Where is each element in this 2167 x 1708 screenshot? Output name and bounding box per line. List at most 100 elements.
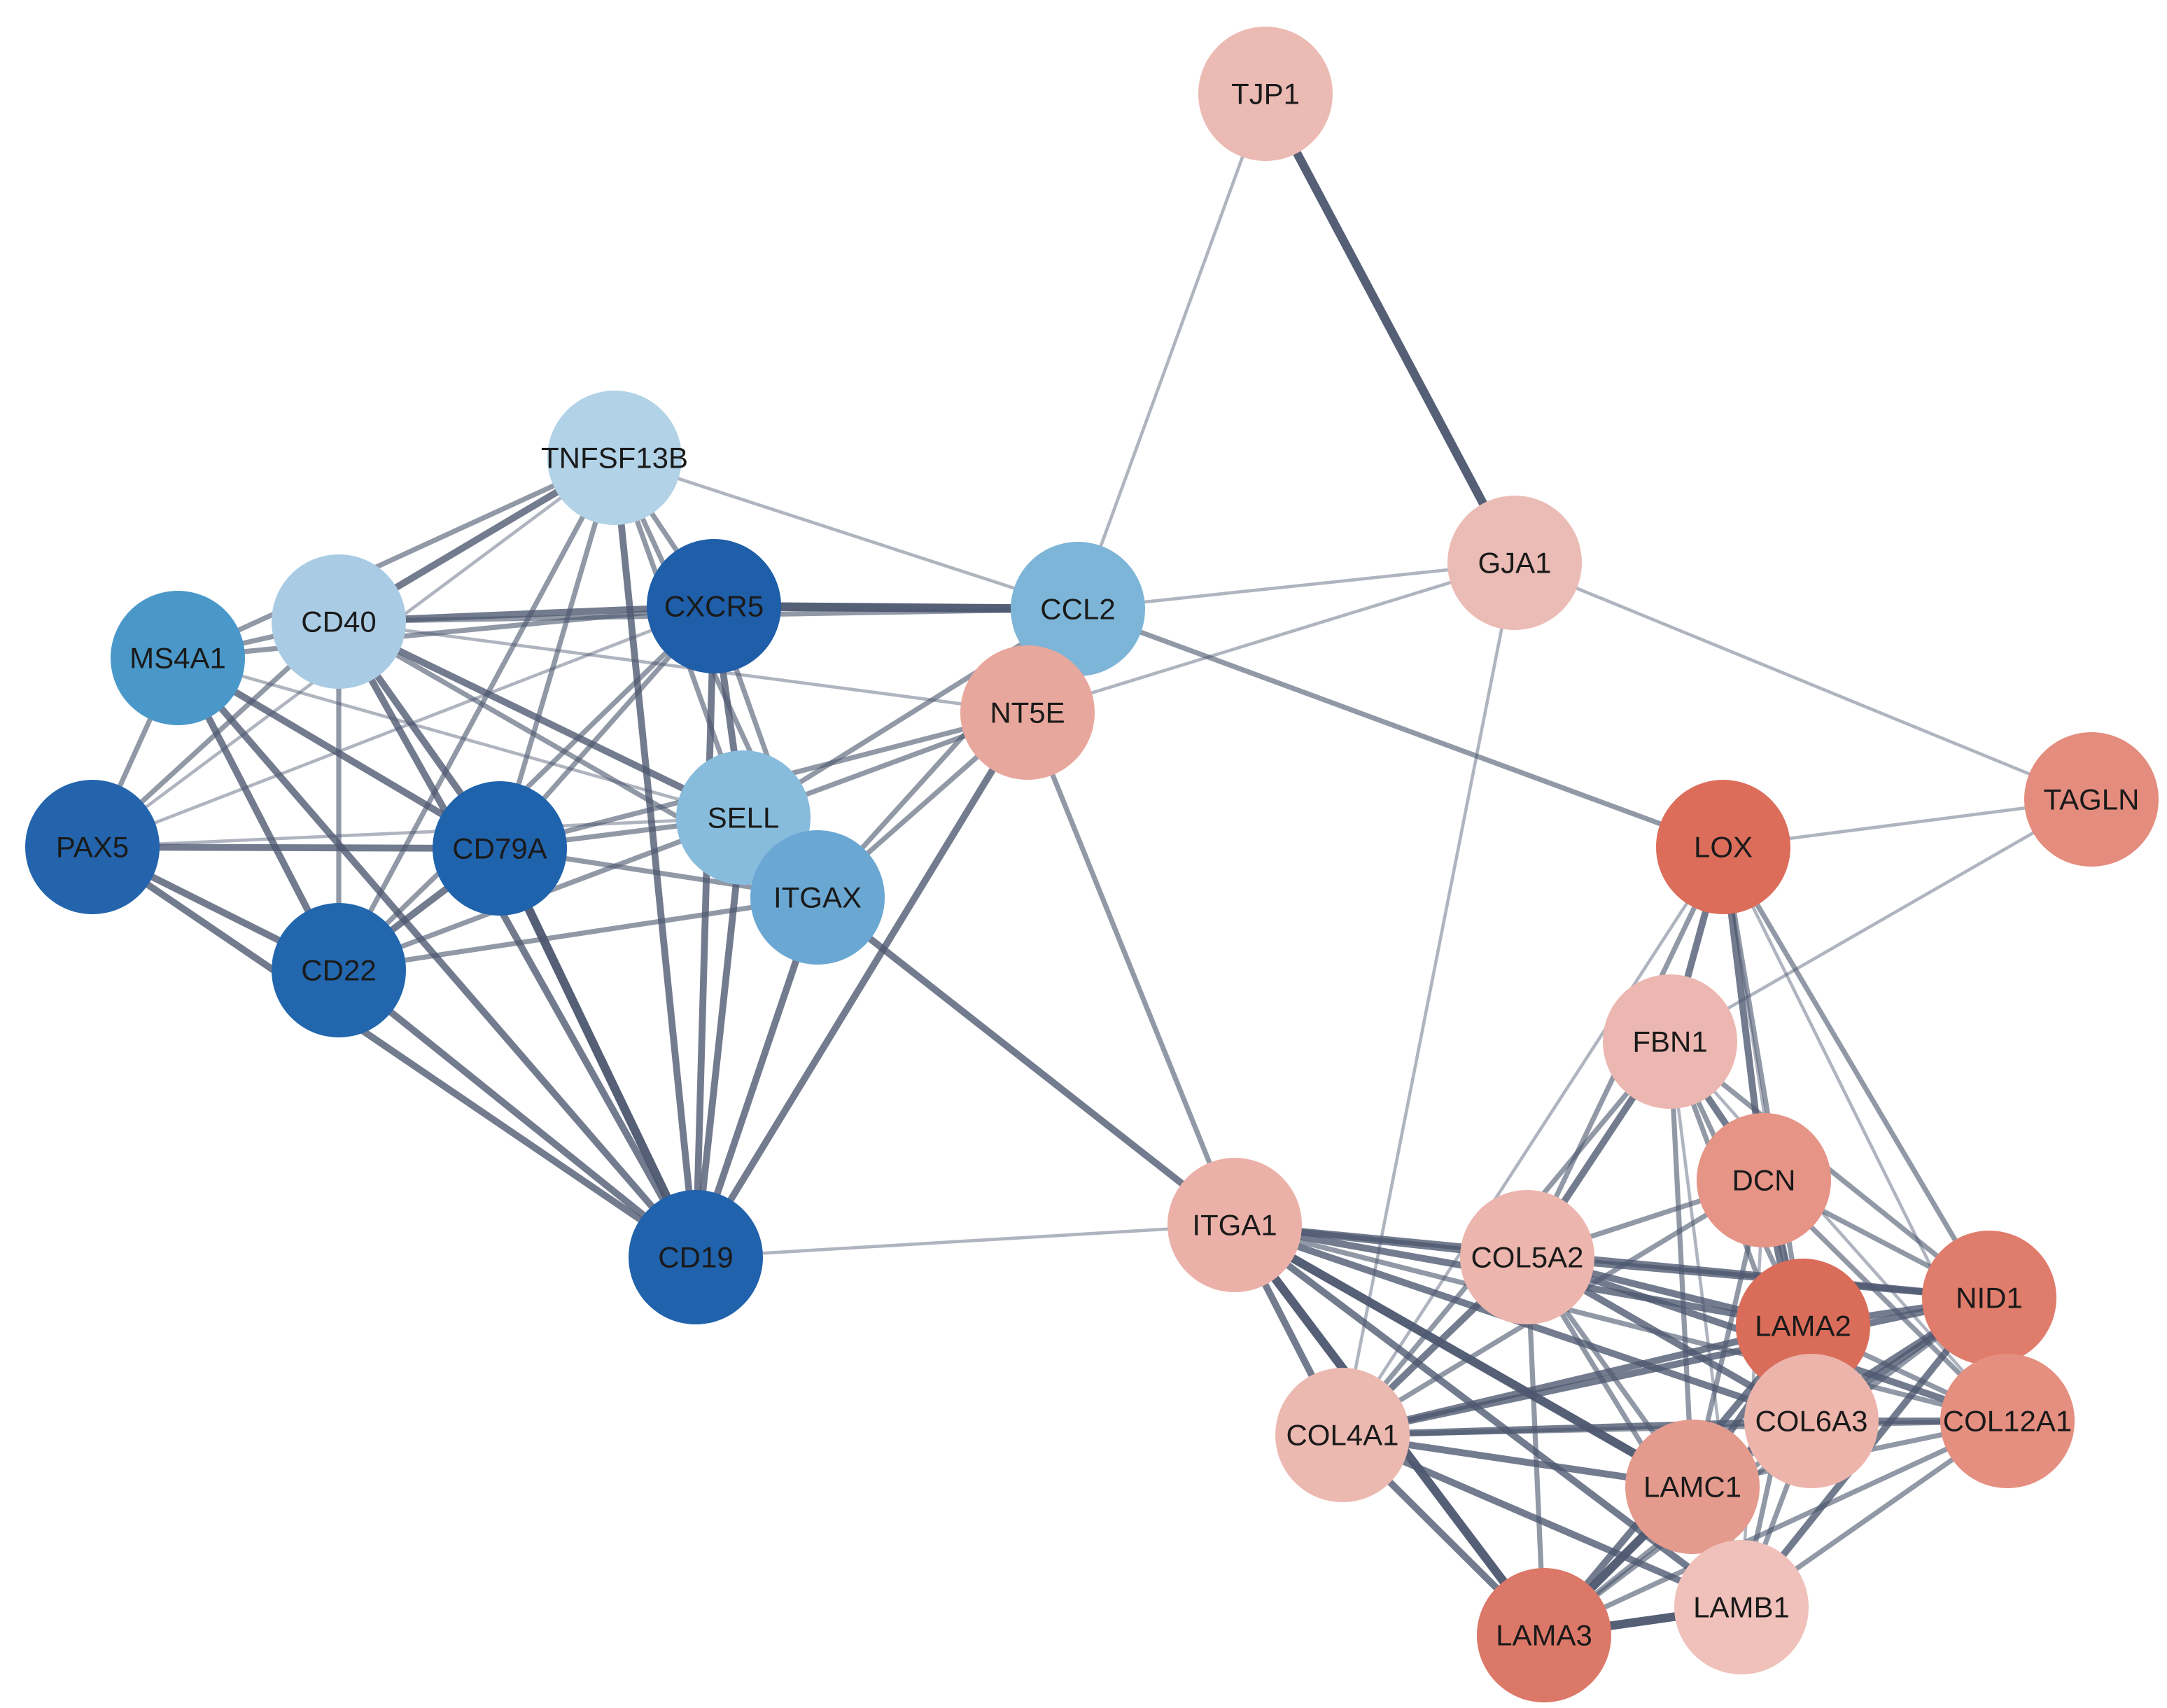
- edge-MS4A1-CXCR5: [175, 603, 717, 661]
- node-label: LAMC1: [1643, 1471, 1741, 1504]
- edge-TNFSF13B-CCL2: [612, 456, 1080, 611]
- node-LAMC1[interactable]: LAMC1: [1625, 1420, 1760, 1554]
- edge-CXCR5-PAX5: [90, 604, 716, 849]
- edge-ITGAX-ITGA1: [814, 894, 1238, 1228]
- node-circle: [1460, 1190, 1594, 1324]
- node-circle: [111, 591, 245, 725]
- edge-LOX-NID1: [1720, 844, 1992, 1301]
- node-CD22[interactable]: CD22: [272, 903, 406, 1037]
- edge-LOX-LAMA2: [1720, 844, 1806, 1329]
- node-circle: [1198, 27, 1333, 161]
- node-FBN1[interactable]: FBN1: [1603, 974, 1737, 1109]
- node-label: ITGAX: [773, 881, 862, 914]
- edge-TNFSF13B-CD22: [336, 455, 617, 973]
- node-circle: [1603, 974, 1737, 1109]
- node-ITGAX[interactable]: ITGAX: [750, 830, 885, 965]
- node-GJA1[interactable]: GJA1: [1447, 496, 1582, 630]
- node-label: CD79A: [452, 832, 547, 865]
- node-circle: [1697, 1113, 1831, 1247]
- edge-COL12A1-LAMA3: [1541, 1418, 2010, 1638]
- node-LAMB1[interactable]: LAMB1: [1674, 1540, 1809, 1674]
- node-label: CD22: [301, 954, 376, 987]
- edge-GJA1-CCL2: [1076, 561, 1517, 611]
- node-circle: [1922, 1231, 2056, 1365]
- node-COL6A3[interactable]: COL6A3: [1744, 1354, 1879, 1488]
- node-MS4A1[interactable]: MS4A1: [111, 591, 245, 725]
- edge-ITGA1-LAMC1: [1230, 1220, 1697, 1492]
- node-DCN[interactable]: DCN: [1697, 1113, 1831, 1247]
- node-circle: [960, 645, 1095, 780]
- node-CD79A[interactable]: CD79A: [433, 781, 567, 916]
- edge-ITGA1-COL12A1: [1232, 1222, 2010, 1424]
- edge-CD40-NT5E: [337, 620, 1030, 715]
- node-label: COL12A1: [1943, 1405, 2072, 1438]
- edge-CD40-CD19: [335, 618, 699, 1261]
- node-TJP1[interactable]: TJP1: [1198, 27, 1333, 161]
- node-NT5E[interactable]: NT5E: [960, 645, 1095, 780]
- node-COL12A1[interactable]: COL12A1: [1940, 1354, 2075, 1488]
- edge-FBN1-LAMC1: [1667, 1039, 1695, 1490]
- node-CD40[interactable]: CD40: [272, 554, 406, 689]
- node-circle: [647, 539, 781, 673]
- edge-CXCR5-CD19: [692, 603, 717, 1261]
- edge-TJP1-CCL2: [1076, 92, 1268, 611]
- node-PAX5[interactable]: PAX5: [25, 780, 160, 914]
- node-TAGLN[interactable]: TAGLN: [2024, 732, 2159, 867]
- node-label: ITGA1: [1192, 1209, 1277, 1242]
- node-COL5A2[interactable]: COL5A2: [1460, 1190, 1594, 1324]
- node-label: PAX5: [56, 831, 129, 864]
- node-label: NT5E: [990, 696, 1065, 729]
- edge-GJA1-NT5E: [1025, 561, 1517, 715]
- node-circle: [1477, 1568, 1611, 1702]
- node-circle: [272, 903, 406, 1037]
- node-label: LOX: [1694, 831, 1753, 864]
- node-label: LAMA2: [1755, 1310, 1851, 1343]
- node-label: GJA1: [1478, 547, 1551, 580]
- node-label: COL6A3: [1755, 1405, 1867, 1438]
- edge-TAGLN-FBN1: [1668, 797, 2094, 1044]
- node-label: FBN1: [1632, 1026, 1707, 1058]
- node-ITGA1[interactable]: ITGA1: [1167, 1158, 1302, 1292]
- edge-PAX5-SELL: [90, 816, 745, 849]
- node-CXCR5[interactable]: CXCR5: [647, 539, 781, 673]
- edge-CCL2-LOX: [1075, 606, 1726, 850]
- node-TNFSF13B[interactable]: TNFSF13B: [541, 391, 688, 525]
- node-LAMA3[interactable]: LAMA3: [1477, 1568, 1611, 1702]
- edge-TNFSF13B-CD79A: [497, 455, 617, 851]
- node-label: NID1: [1956, 1282, 2023, 1315]
- node-circle: [2024, 732, 2159, 867]
- node-label: LAMA3: [1496, 1619, 1592, 1652]
- node-circle: [750, 830, 885, 965]
- edge-TJP1-GJA1: [1261, 89, 1520, 568]
- node-label: COL4A1: [1286, 1419, 1398, 1452]
- edge-NT5E-ITGA1: [1025, 710, 1237, 1228]
- node-circle: [1167, 1158, 1302, 1292]
- node-label: CXCR5: [664, 590, 764, 623]
- node-circle: [1625, 1420, 1760, 1554]
- edge-CD79A-CD19: [495, 844, 701, 1262]
- node-CCL2[interactable]: CCL2: [1011, 542, 1145, 676]
- node-label: TAGLN: [2044, 783, 2140, 816]
- edge-ITGAX-CD22: [336, 895, 820, 973]
- node-circle: [433, 781, 567, 916]
- edge-FBN1-COL12A1: [1668, 1040, 2010, 1423]
- edge-PAX5-CD19: [89, 844, 699, 1261]
- node-CD19[interactable]: CD19: [629, 1190, 763, 1324]
- node-circle: [1656, 780, 1790, 914]
- edge-GJA1-TAGLN: [1513, 561, 2094, 802]
- edge-LAMA2-COL4A1: [1339, 1322, 1807, 1438]
- node-label: TJP1: [1231, 78, 1300, 111]
- node-label: MS4A1: [129, 642, 226, 675]
- node-circle: [547, 391, 682, 525]
- node-COL4A1[interactable]: COL4A1: [1275, 1368, 1410, 1502]
- node-NID1[interactable]: NID1: [1922, 1231, 2056, 1365]
- node-circle: [1011, 542, 1145, 676]
- node-circle: [25, 780, 160, 914]
- node-label: LAMB1: [1693, 1591, 1790, 1624]
- edge-SELL-CD19: [692, 814, 747, 1261]
- node-LOX[interactable]: LOX: [1656, 780, 1790, 914]
- edge-MS4A1-SELL: [176, 656, 745, 820]
- edge-PAX5-CD79A: [89, 844, 503, 852]
